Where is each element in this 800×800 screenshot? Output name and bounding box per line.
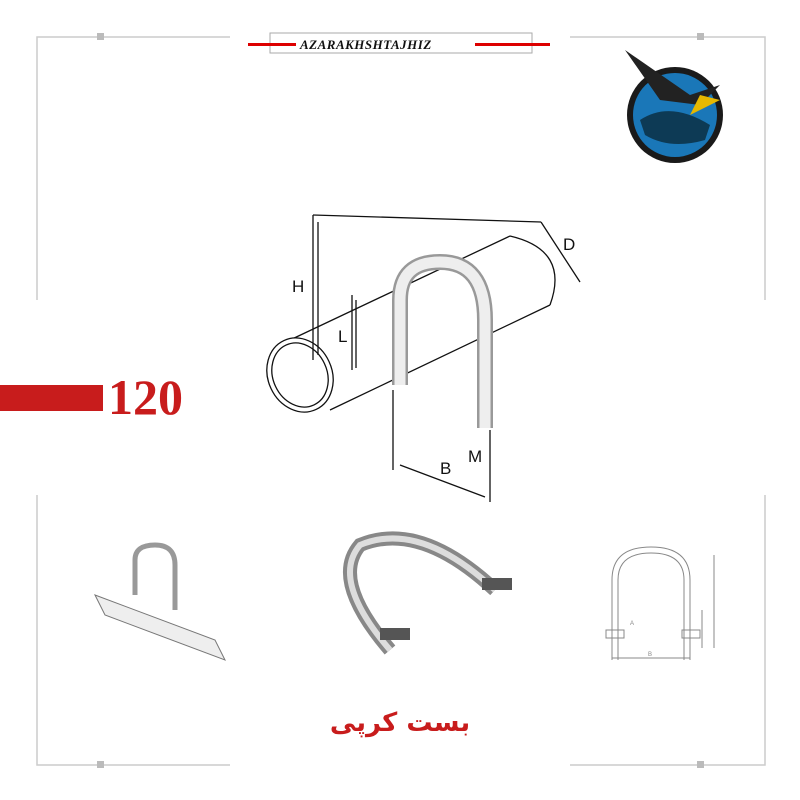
u-bolt-photo <box>343 531 512 655</box>
label-b: B <box>440 459 451 478</box>
brand-name: AZARAKHSHTAJHIZ <box>300 37 432 52</box>
label-d: D <box>563 235 575 254</box>
label-h: H <box>292 277 304 296</box>
u-bolt-on-channel-image <box>93 542 227 661</box>
label-m: M <box>468 447 482 466</box>
u-bolt-dimension-drawing <box>266 214 581 502</box>
product-number: 120 <box>108 369 183 425</box>
small-label-b: B <box>648 652 652 658</box>
small-label-a: A <box>630 621 634 627</box>
eagle-logo <box>625 50 723 163</box>
u-bolt-technical-drawing <box>605 546 715 660</box>
product-title: بست کرپی <box>329 708 471 738</box>
label-l: L <box>338 327 347 346</box>
